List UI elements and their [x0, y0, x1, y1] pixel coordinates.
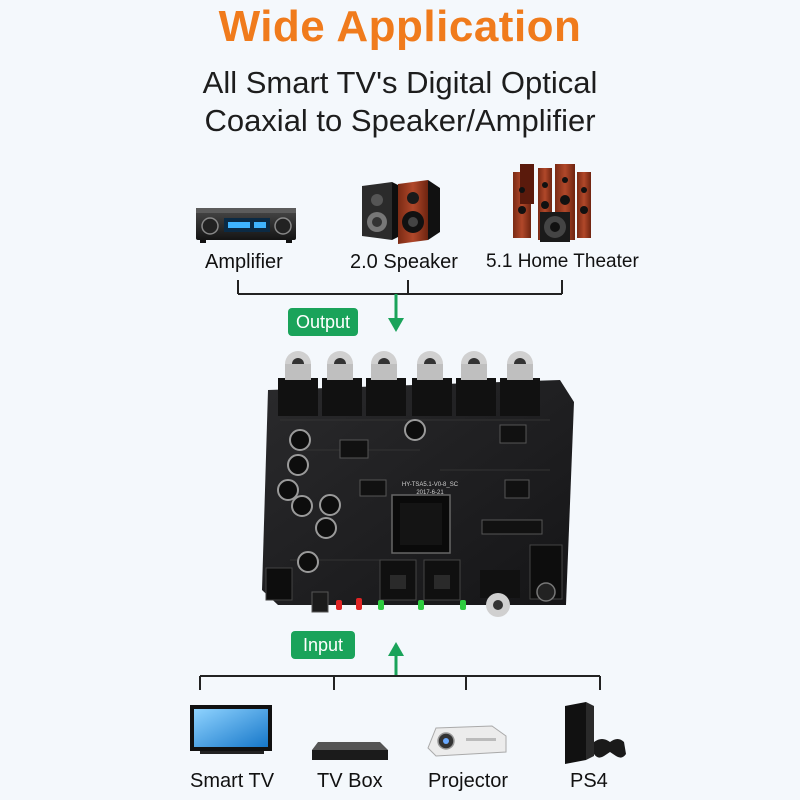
smart-tv-icon: [190, 705, 272, 754]
subtitle-line-1: All Smart TV's Digital Optical: [202, 65, 598, 100]
home-theater-icon: [513, 164, 591, 242]
dc-power-jack: [529, 544, 563, 602]
audio-decoder-board: [262, 380, 574, 605]
subtitle-line-2: Coaxial to Speaker/Amplifier: [204, 103, 596, 138]
input-device-tv-box: TV Box: [317, 770, 383, 792]
input-connector-lines: [199, 675, 601, 690]
rca-jack-2: [322, 351, 362, 416]
rca-output-jacks: [278, 351, 540, 416]
projector-icon: [427, 725, 507, 757]
small-ics: [339, 424, 543, 535]
capacitors: [277, 419, 426, 573]
coaxial-input-jack: [480, 570, 520, 617]
rca-jack-4: [412, 351, 452, 416]
input-device-ps4: PS4: [570, 770, 608, 792]
rca-jack-3: [366, 351, 406, 416]
status-leds: [336, 598, 466, 610]
page-title: Wide Application: [218, 2, 582, 51]
output-badge: Output: [288, 308, 358, 336]
board-buttons: [311, 591, 329, 613]
output-device-home-theater: 5.1 Home Theater: [486, 251, 639, 272]
board-silkscreen-2: 2017-6-21: [416, 490, 444, 496]
output-arrow: [388, 294, 404, 332]
page-subtitle: All Smart TV's Digital Optical Coaxial t…: [0, 64, 800, 140]
speaker-icon: [362, 180, 440, 244]
side-switch: [265, 567, 293, 601]
amplifier-icon: [196, 208, 296, 243]
tv-box-icon: [312, 742, 388, 760]
input-device-projector: Projector: [428, 770, 509, 792]
input-arrow: [388, 642, 404, 675]
optical-input-jack-1: [379, 559, 417, 601]
rca-jack-5: [456, 351, 496, 416]
input-badge: Input: [291, 631, 355, 659]
optical-input-jack-2: [423, 559, 461, 601]
rca-jack-1: [278, 351, 318, 416]
output-device-amplifier: Amplifier: [205, 251, 283, 273]
output-device-speaker: 2.0 Speaker: [350, 251, 458, 273]
ps4-icon: [565, 702, 626, 764]
board-silkscreen-1: HY-TSA5.1-V0-8_SC: [402, 482, 459, 488]
dsp-chip: [391, 494, 451, 554]
rca-jack-6: [500, 351, 540, 416]
output-connector-lines: [237, 280, 563, 295]
input-device-smart-tv: Smart TV: [190, 770, 275, 792]
